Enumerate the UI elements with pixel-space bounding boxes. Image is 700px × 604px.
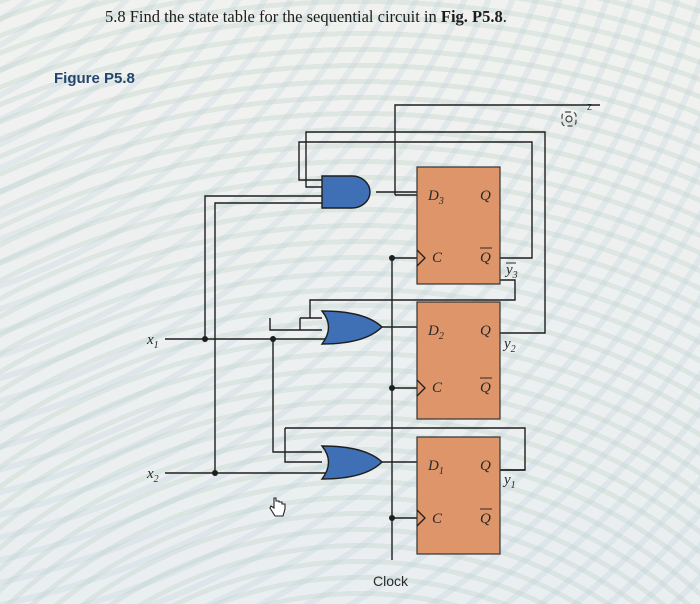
figure-label: Figure P5.8	[54, 70, 135, 87]
ff3-qbar-label: Q	[480, 250, 491, 266]
zoom-icon[interactable]: Z	[560, 102, 594, 132]
ff2-d-label: D2	[427, 323, 444, 342]
ff1-d-label: D1	[427, 458, 444, 477]
ff3-q-label: Q	[480, 188, 491, 204]
or-gate-2	[320, 445, 384, 480]
junction-dots	[202, 255, 395, 521]
ff1-q-label: Q	[480, 458, 491, 474]
x1-label: x1	[146, 332, 159, 351]
ff1-qbar-label: Q	[480, 511, 491, 527]
y2-label: y2	[502, 336, 516, 355]
ff2-c-label: C	[432, 380, 443, 396]
and-gate	[321, 175, 371, 209]
problem-number: 5.8	[105, 7, 126, 26]
corner-mark: Z	[587, 103, 592, 112]
ff3-d-label: D3	[427, 188, 444, 207]
clock-label: Clock	[373, 573, 409, 589]
flipflop-2	[416, 301, 501, 420]
figure-reference: Fig. P5.8	[440, 7, 503, 26]
ff1-c-label: C	[432, 511, 443, 527]
flipflop-1	[416, 436, 501, 555]
flipflop-3	[416, 166, 501, 285]
ff2-qbar-label: Q	[480, 380, 491, 396]
problem-period: .	[502, 7, 507, 26]
y3-label: y3	[504, 262, 518, 281]
wires	[165, 104, 600, 560]
x2-label: x2	[146, 466, 159, 485]
or-gate-1	[320, 310, 384, 345]
y1-label: y1	[502, 472, 516, 491]
ff3-c-label: C	[432, 250, 443, 266]
ff2-q-label: Q	[480, 323, 491, 339]
problem-text: Find the state table for the sequential …	[129, 7, 437, 26]
hand-cursor-icon	[269, 497, 286, 517]
problem-statement: 5.8 Find the state table for the sequent…	[105, 7, 665, 27]
